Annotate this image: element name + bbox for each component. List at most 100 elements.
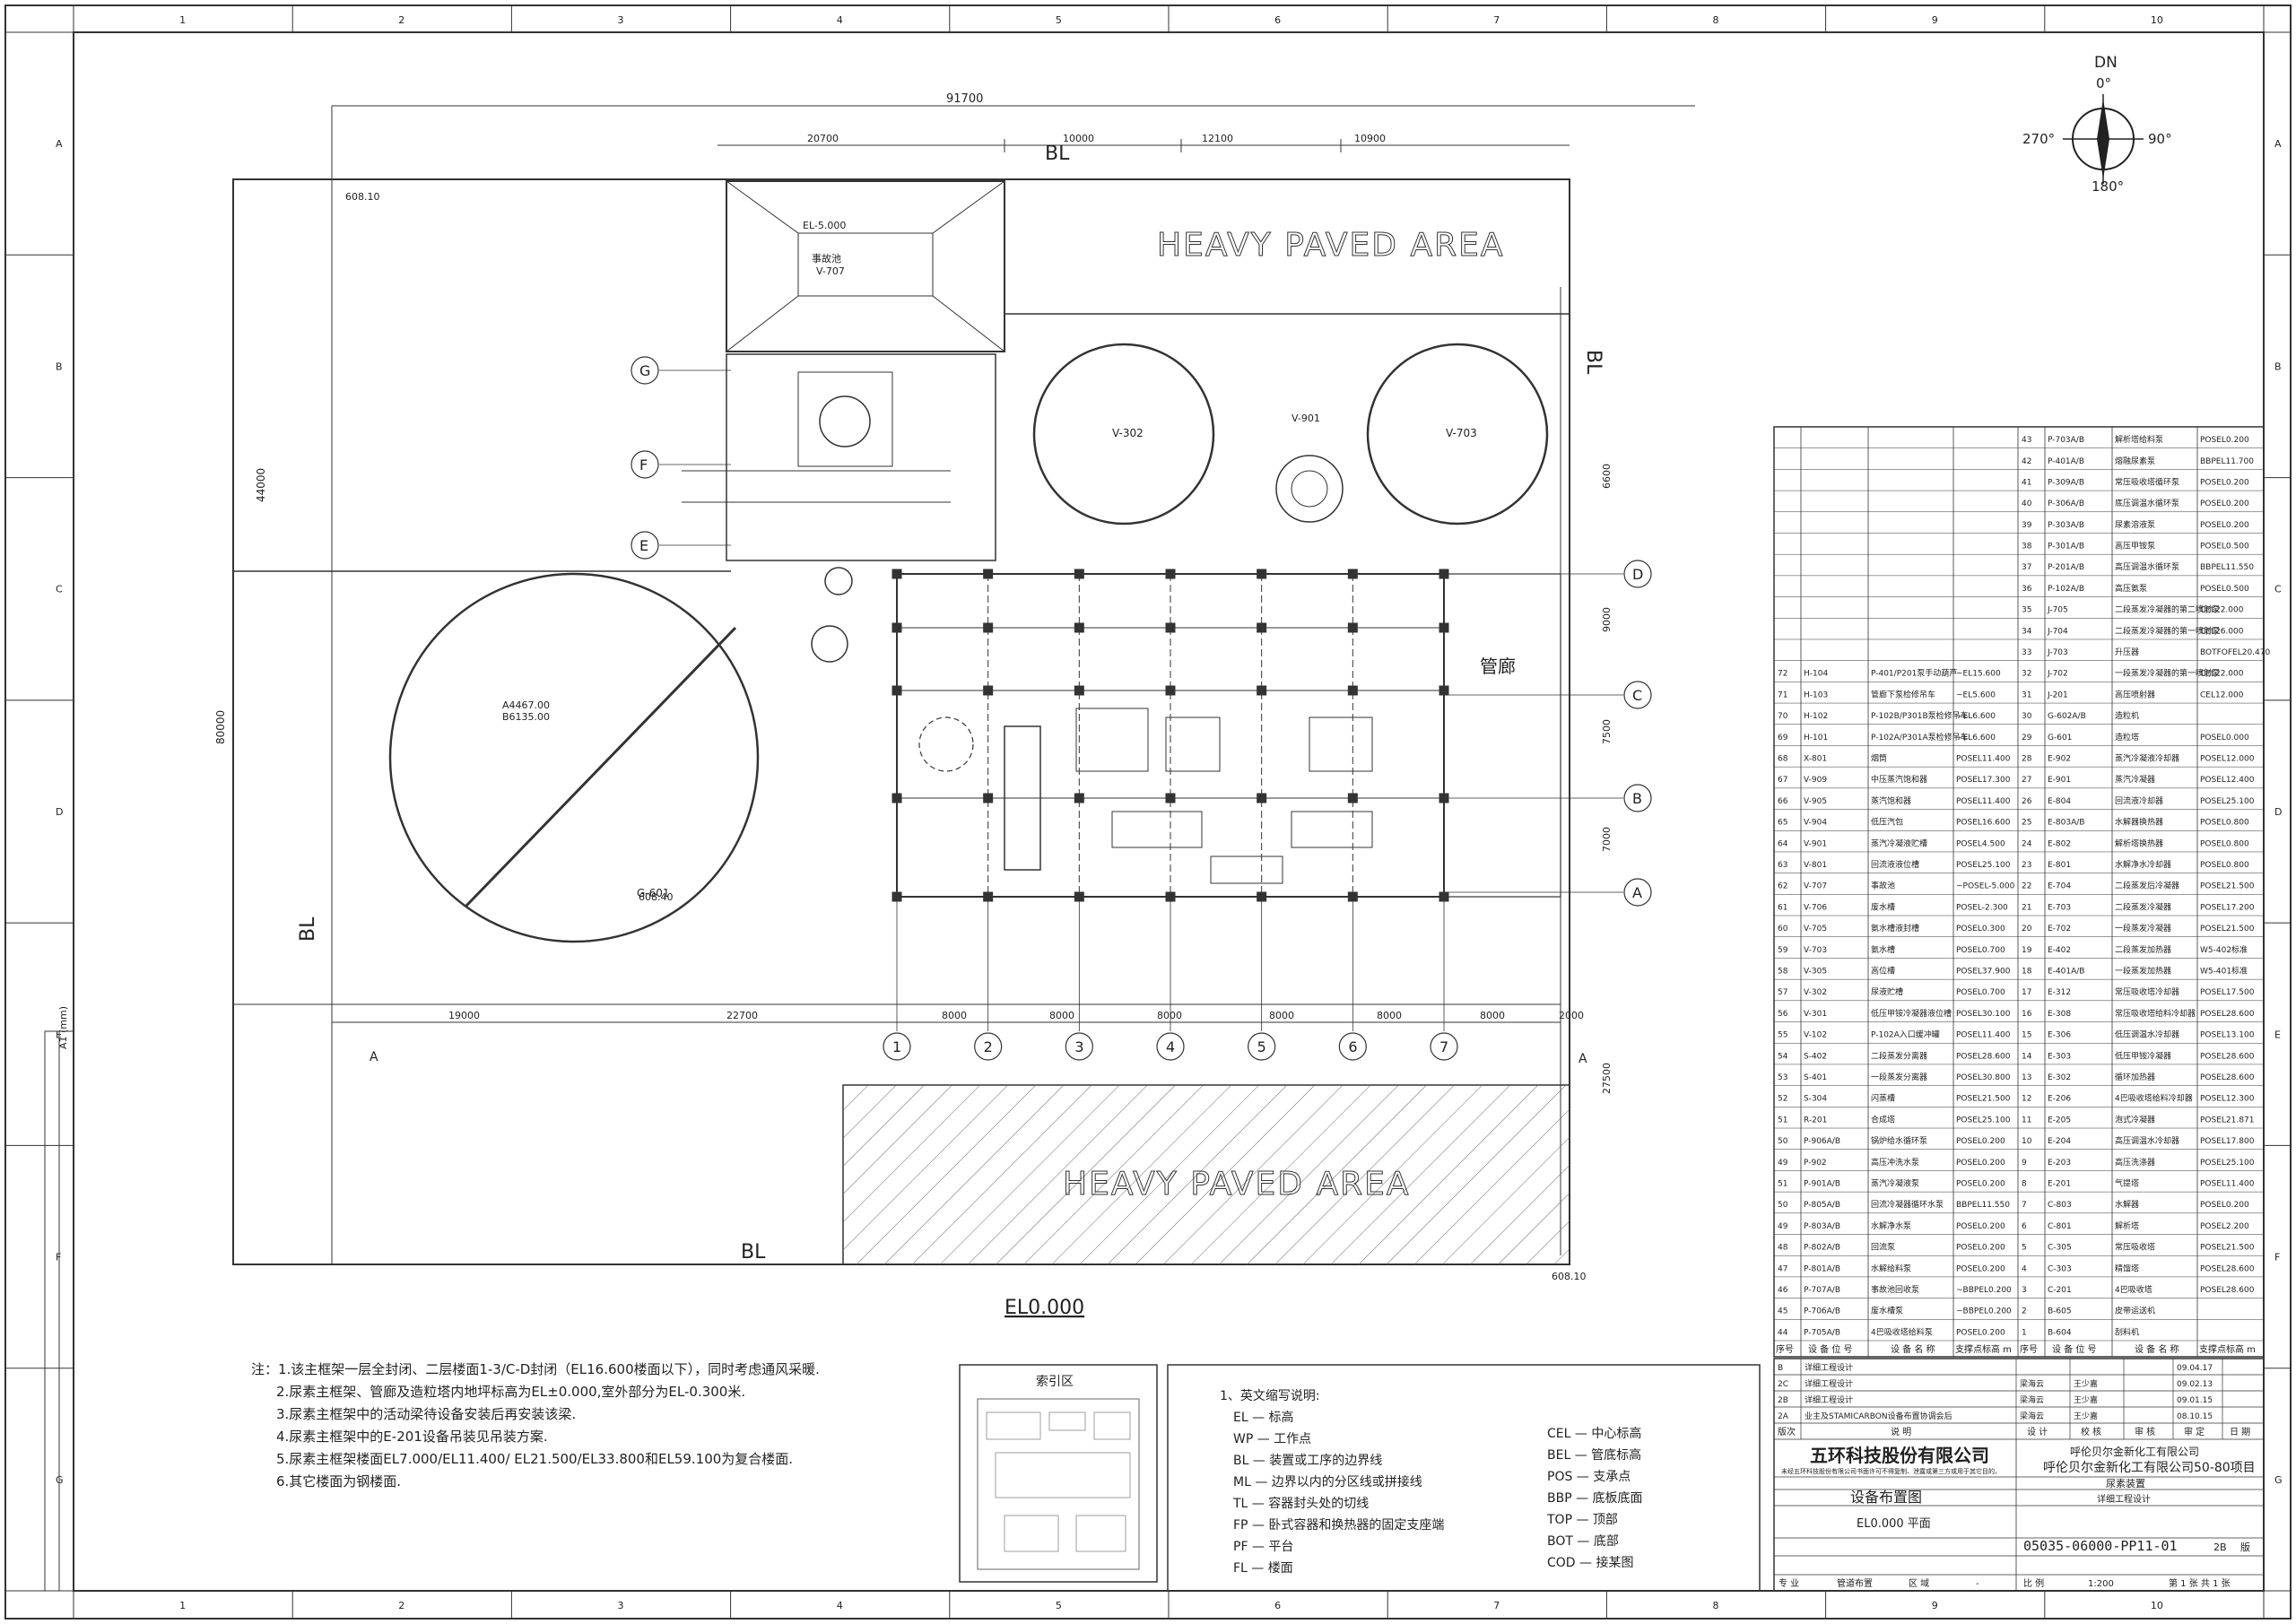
table-cell: 6 (2022, 1222, 2027, 1231)
table-cell: 常压吸收塔 (2115, 1242, 2155, 1253)
axis-bubble-letter: F (639, 456, 648, 473)
axis-bubble-num: 6 (1348, 1038, 1357, 1055)
grid-col-bottom: 2 (398, 1600, 404, 1611)
table-cell: 43 (2022, 436, 2031, 445)
table-cell: E-201 (2048, 1179, 2071, 1188)
note-1: 注：1.该主框架一层全封闭、二层楼面1-3/C-D封闭（EL16.600楼面以下… (251, 1361, 820, 1377)
grid-col-bottom: 7 (1493, 1600, 1500, 1611)
table-cell: E-401A/B (2048, 968, 2084, 977)
table-cell: POSEL0.800 (2200, 839, 2249, 848)
bottom-dim: 8000 (1157, 1010, 1182, 1021)
grid-col-top: 3 (618, 14, 624, 26)
table-cell: CEL22.000 (2200, 670, 2244, 679)
table-cell: 解析塔给料泵 (2115, 434, 2163, 445)
table-cell: POSEL11.400 (1956, 797, 2011, 806)
grid-col-top: 6 (1274, 14, 1281, 26)
table-cell: POSEL0.200 (1956, 1137, 2005, 1146)
elev-bottom-right: 608.10 (1552, 1271, 1587, 1282)
grid-row-right: B (2274, 360, 2282, 372)
table-cell: 63 (1778, 861, 1787, 870)
top-dim: 10000 (1063, 133, 1094, 144)
table-cell: P-703A/B (2048, 436, 2084, 445)
top-dim: 10900 (1354, 133, 1386, 144)
table-cell: C-803 (2048, 1201, 2072, 1210)
table-cell: 蒸汽冷凝液冷却器 (2115, 753, 2179, 764)
table-cell: 合成塔 (1871, 1114, 1895, 1125)
table-cell: V-301 (1804, 1010, 1827, 1019)
drawing-title: 设备布置图 (1850, 1489, 1922, 1506)
table-header-cell: 设 备 名 称 (2135, 1343, 2179, 1355)
right-dim: 7500 (1601, 719, 1613, 744)
table-cell: POSEL11.400 (1956, 1031, 2011, 1040)
table-cell: 33 (2022, 648, 2031, 657)
table-cell: CEL12.000 (2200, 690, 2244, 699)
revision-cell: 09.01.15 (2177, 1396, 2213, 1405)
abbr-item: TL — 容器封头处的切线 (1233, 1497, 1370, 1511)
footer-cell: 管道布置 (1837, 1577, 1873, 1589)
tank-v703-label: V-703 (1446, 427, 1477, 439)
table-header-cell: 设 备 名 称 (1891, 1343, 1935, 1355)
table-cell: POSEL28.600 (2200, 1264, 2255, 1273)
table-cell: P-102A入口缓冲罐 (1871, 1029, 1940, 1040)
client-1: 呼伦贝尔金新化工有限公司 (2070, 1445, 2199, 1458)
revision-cell: 08.10.15 (2177, 1412, 2213, 1421)
drawing-subtitle: EL0.000 平面 (1857, 1517, 1931, 1531)
table-header-cell: 设 备 位 号 (1808, 1343, 1853, 1355)
revision-header-cell: 设 计 (2027, 1426, 2048, 1437)
pit-tag: V-707 (816, 265, 845, 277)
bottom-dim: 2000 (1559, 1010, 1584, 1021)
note-5: 5.尿素主框架楼面EL7.000/EL11.400/ EL21.500/EL33… (276, 1451, 794, 1467)
table-cell: ~EL6.600 (1956, 734, 1996, 743)
grid-col-top: 4 (837, 14, 843, 26)
revision-cell: 王少嘉 (2074, 1394, 2098, 1405)
grid-col-top: 9 (1932, 14, 1938, 26)
abbr-item: FP — 卧式容器和换热器的固定支座端 (1233, 1518, 1445, 1533)
grid-col-bottom: 1 (179, 1600, 186, 1611)
table-cell: POSEL0.500 (2200, 543, 2249, 551)
note-4: 4.尿素主框架中的E-201设备吊装见吊装方案. (276, 1429, 548, 1445)
table-cell: BBPEL11.550 (2200, 563, 2254, 572)
footer-cell: 比 例 (2023, 1577, 2044, 1589)
table-cell: E-303 (2048, 1052, 2071, 1061)
grid-row-right: A (2274, 138, 2282, 150)
table-cell: 二段蒸发冷凝器的第二喷射泵 (2115, 604, 2220, 615)
side-label: A1 (mm) (57, 1006, 69, 1049)
table-cell: 气提塔 (2115, 1177, 2139, 1188)
table-cell: POSEL0.200 (2200, 1201, 2249, 1210)
table-cell: 45 (1778, 1307, 1787, 1316)
table-cell: E-702 (2048, 925, 2071, 934)
north-90-label: 90° (2148, 131, 2172, 147)
table-cell: 72 (1778, 670, 1787, 679)
table-cell: POSEL25.100 (2200, 1159, 2255, 1168)
table-cell: 14 (2022, 1052, 2032, 1061)
table-cell: ~POSEL-5.000 (1956, 882, 2015, 891)
table-cell: POSEL-2.300 (1956, 903, 2008, 912)
grid-col-bottom: 3 (618, 1600, 624, 1611)
table-cell: 25 (2022, 819, 2031, 828)
abbr-box (1167, 1364, 1761, 1592)
table-cell: 解析塔换热器 (2115, 838, 2163, 848)
table-cell: P-802A/B (1804, 1244, 1840, 1253)
table-cell: V-102 (1804, 1031, 1827, 1040)
top-dim: 20700 (807, 133, 839, 144)
note-6: 6.其它楼面为钢楼面. (276, 1473, 402, 1489)
table-cell: 39 (2022, 521, 2032, 530)
table-cell: P-102B/P301B泵检修吊车 (1871, 710, 1969, 721)
revision-cell: 09.02.13 (2177, 1380, 2213, 1389)
table-cell: POSEL21.871 (2200, 1116, 2254, 1125)
axis-bubble-num: 7 (1439, 1038, 1448, 1055)
unit-name: 尿素装置 (2106, 1478, 2145, 1489)
pit-name: 事故池 (812, 252, 841, 265)
table-cell: 高压调温水冷却器 (2115, 1135, 2179, 1146)
table-cell: 67 (1778, 776, 1787, 785)
table-cell: C-305 (2048, 1244, 2072, 1253)
table-cell: 二段蒸发冷凝器 (2115, 901, 2171, 912)
table-cell: P-906A/B (1804, 1137, 1840, 1146)
table-cell: V-305 (1804, 968, 1827, 977)
table-cell: V-707 (1804, 882, 1827, 891)
table-cell: POSEL28.600 (1956, 1052, 2011, 1061)
table-cell: 54 (1778, 1052, 1788, 1061)
bl-bottom: BL (741, 1241, 766, 1264)
table-cell: 62 (1778, 882, 1787, 891)
